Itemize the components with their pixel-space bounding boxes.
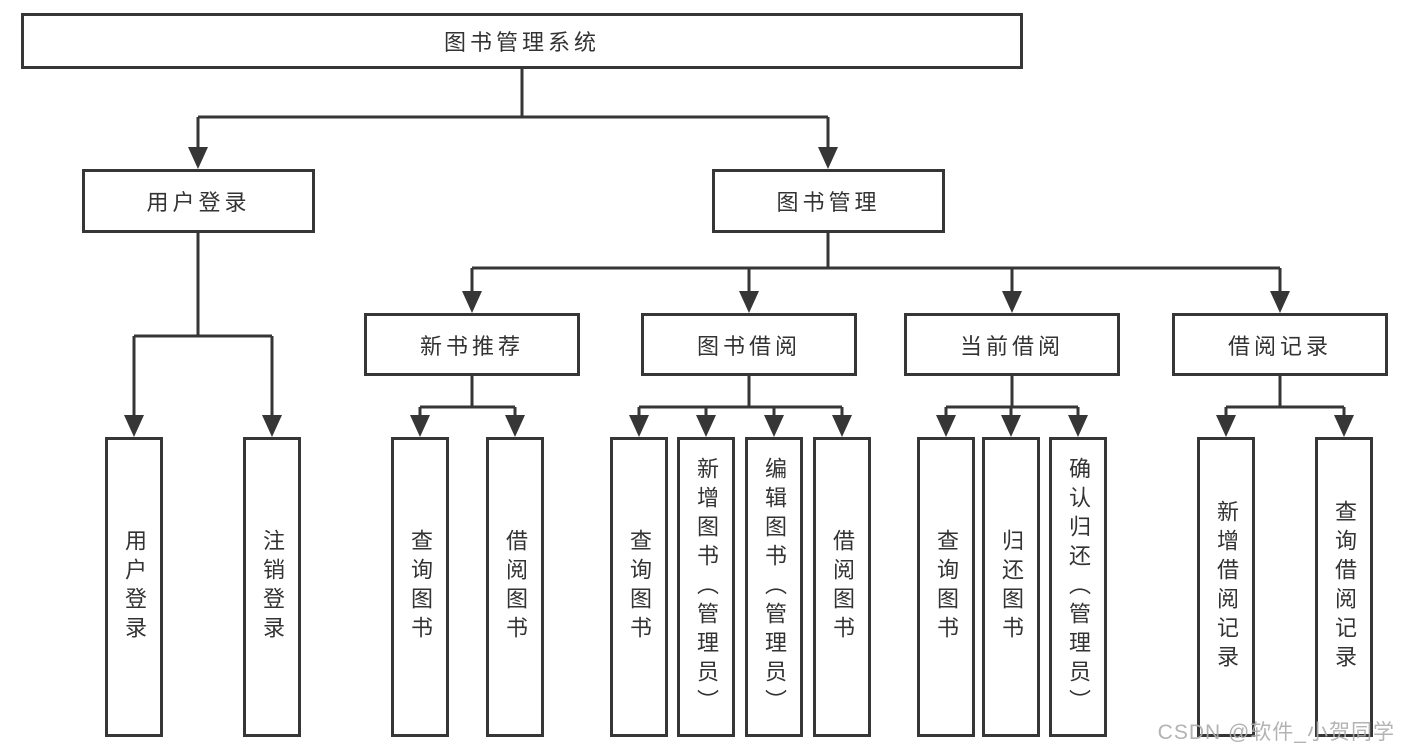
leaf-edit-books-admin: 编辑图书（管理员） xyxy=(745,437,803,737)
arrowheads xyxy=(124,147,1354,437)
leaf-query-books-borrow: 查询图书 xyxy=(610,437,668,737)
node-borrowing-records: 借阅记录 xyxy=(1172,313,1388,376)
leaf-logout: 注销登录 xyxy=(243,437,301,737)
node-book-borrowing: 图书借阅 xyxy=(641,313,857,376)
leaf-query-books-newbook: 查询图书 xyxy=(391,437,449,737)
leaf-borrow-books: 借阅图书 xyxy=(813,437,871,737)
leaf-borrow-books-newbook: 借阅图书 xyxy=(486,437,544,737)
node-user-login: 用户登录 xyxy=(82,169,315,233)
node-current-borrowing: 当前借阅 xyxy=(904,313,1120,376)
leaf-query-borrow-record: 查询借阅记录 xyxy=(1315,437,1373,737)
node-library-management-system: 图书管理系统 xyxy=(21,13,1023,69)
leaf-user-login: 用户登录 xyxy=(105,437,163,737)
csdn-watermark: CSDN @软件_小贺同学 xyxy=(1157,721,1395,744)
node-new-book-recommendation: 新书推荐 xyxy=(364,313,580,376)
node-book-management: 图书管理 xyxy=(712,169,945,233)
leaf-confirm-return-admin: 确认归还（管理员） xyxy=(1049,437,1107,737)
leaf-add-borrow-record: 新增借阅记录 xyxy=(1197,437,1255,737)
leaf-query-books-current: 查询图书 xyxy=(917,437,975,737)
leaf-add-books-admin: 新增图书（管理员） xyxy=(677,437,735,737)
leaf-return-books: 归还图书 xyxy=(982,437,1040,737)
